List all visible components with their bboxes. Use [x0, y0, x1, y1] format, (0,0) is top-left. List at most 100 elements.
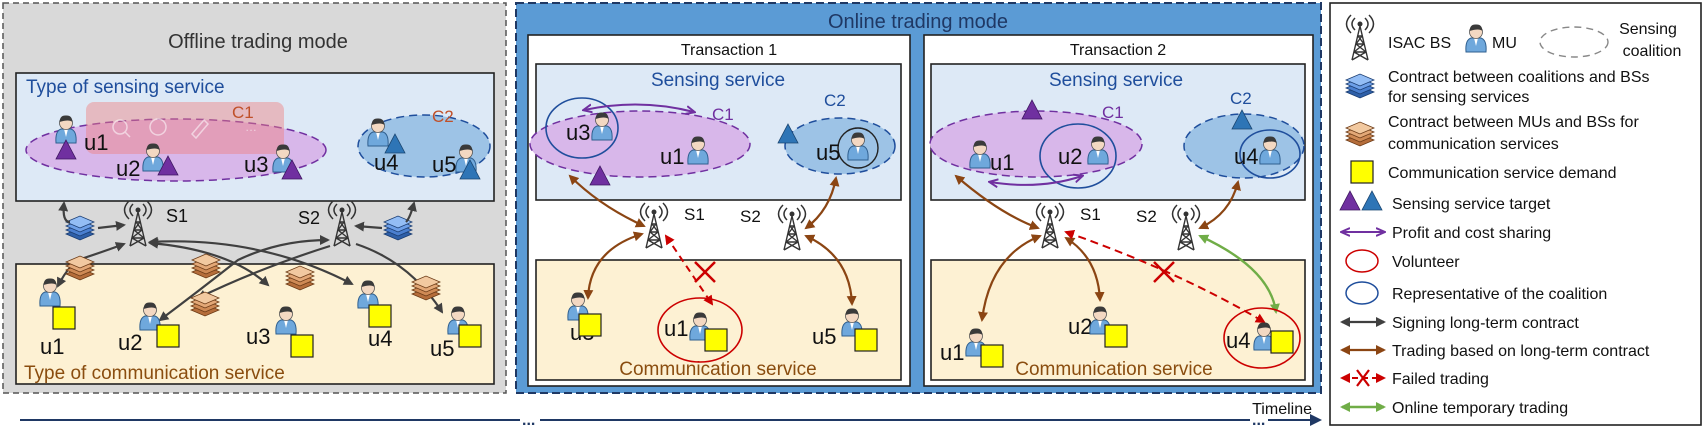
profit-sharing-arrow [584, 103, 694, 112]
timeline-dots-left: ... [522, 412, 535, 429]
transaction-2: Transaction 2 Sensing service C1 C2 u1 u… [923, 34, 1314, 387]
t2-sensing-label: Sensing service [1049, 70, 1183, 91]
selection-highlight [86, 102, 284, 154]
t1-sensing-label: Sensing service [651, 70, 785, 91]
trading-arrow [978, 234, 1042, 322]
demand-square-icon [290, 334, 314, 358]
t2-volunteer-circle [1223, 307, 1301, 369]
online-title: Online trading mode [828, 11, 1008, 33]
legend-signing: Signing long-term contract [1392, 315, 1579, 332]
t2-s1-label: S1 [1080, 205, 1101, 224]
offline-comm-u3: u3 [246, 324, 270, 349]
offline-s2-label: S2 [298, 208, 320, 228]
t1-s2-label: S2 [740, 207, 761, 226]
demand-square-icon [704, 328, 728, 352]
trading-arrow [583, 231, 644, 300]
legend-contract-mus-1: Contract between MUs and BSs for [1388, 114, 1639, 131]
arrow-sign [148, 236, 354, 285]
t2-comm-label: Communication service [1015, 359, 1212, 380]
red-circle-icon [1345, 249, 1379, 273]
legend-mu: MU [1492, 35, 1517, 52]
offline-title: Offline trading mode [168, 31, 348, 53]
transaction-1-title: Transaction 1 [681, 42, 777, 59]
arrow-sign [405, 201, 417, 223]
online-temporary-arrow [1198, 234, 1280, 314]
blue-circle-icon [1345, 281, 1379, 305]
t2-comm-u2: u2 [1068, 314, 1092, 339]
timeline-label: Timeline [1252, 401, 1312, 418]
demand-square-icon [1104, 324, 1128, 348]
timeline: ... ... Timeline [20, 401, 1322, 429]
t2-c1-label: C1 [1102, 103, 1124, 122]
demand-square-icon [980, 344, 1004, 368]
t1-comm-label: Communication service [619, 359, 816, 380]
legend-volunteer: Volunteer [1392, 254, 1460, 271]
demand-square-icon [854, 328, 878, 352]
t2-sense-u1: u1 [990, 150, 1014, 175]
arrow-sign [354, 221, 383, 232]
offline-sense-u2: u2 [116, 156, 140, 181]
t2-c2-label: C2 [1230, 89, 1252, 108]
offline-coalition-c1 [25, 118, 327, 182]
t1-representative-circle [545, 97, 619, 159]
t1-c2-label: C2 [824, 91, 846, 110]
legend-profit-sharing: Profit and cost sharing [1392, 225, 1551, 242]
legend-trading-long: Trading based on long-term contract [1392, 343, 1650, 360]
offline-c2-label: C2 [432, 107, 454, 126]
transaction-2-title: Transaction 2 [1070, 42, 1166, 59]
legend-online-temp: Online temporary trading [1392, 400, 1568, 417]
legend-sensing-target: Sensing service target [1392, 196, 1551, 213]
trading-arrow [954, 174, 1040, 230]
legend-sensing-coalition-1: Sensing [1619, 21, 1677, 38]
svg-text:…: … [245, 120, 257, 134]
failed-trading-arrow [1064, 229, 1266, 324]
failed-x-icon [1356, 369, 1370, 387]
t1-s1-label: S1 [684, 205, 705, 224]
t1-sense-u1: u1 [660, 144, 684, 169]
failed-x-icon [1153, 261, 1175, 283]
trading-arrow [804, 176, 840, 230]
legend-failed: Failed trading [1392, 371, 1489, 388]
trading-arrow [804, 234, 857, 306]
t1-sense-u3: u3 [566, 120, 590, 145]
arrow-sign [97, 220, 126, 231]
legend-contract-coalitions-1: Contract between coalitions and BSs [1388, 69, 1649, 86]
online-section: Online trading mode Transaction 1 Sensin… [515, 2, 1322, 394]
legend-representative: Representative of the coalition [1392, 286, 1607, 303]
demand-square-icon [52, 306, 76, 330]
legend-isac-bs: ISAC BS [1388, 35, 1451, 52]
offline-comm-label: Type of communication service [24, 363, 285, 384]
ai-icon [149, 118, 167, 136]
timeline-dots-right: ... [1252, 412, 1265, 429]
t2-sense-u4: u4 [1234, 144, 1258, 169]
demand-square-icon [1270, 330, 1294, 354]
demand-square-icon [458, 324, 482, 348]
offline-signing-arrows [57, 201, 444, 322]
demand-square-icon [156, 324, 180, 348]
t1-comm-u1: u1 [664, 316, 688, 341]
offline-s1-label: S1 [166, 206, 188, 226]
selection-toolbar-icons: … [112, 118, 257, 140]
offline-sense-u3: u3 [244, 152, 268, 177]
offline-section: Offline trading mode Type of sensing ser… [2, 2, 507, 394]
arrow-sign [355, 242, 444, 314]
offline-comm-u4: u4 [368, 326, 392, 351]
legend-comm-demand: Communication service demand [1388, 165, 1617, 182]
demand-square-icon [368, 304, 392, 328]
offline-comm-u5: u5 [430, 336, 454, 361]
t1-c1-label: C1 [712, 105, 734, 124]
search-icon [112, 119, 128, 135]
trading-arrow [568, 174, 646, 228]
legend-contract-mus-2: communication services [1388, 136, 1559, 153]
t2-u4-circle [1239, 129, 1301, 179]
edit-icon [190, 118, 210, 140]
legend-sensing-coalition-2: coalition [1623, 43, 1682, 60]
offline-sense-u1: u1 [84, 130, 108, 155]
offline-comm-u2: u2 [118, 330, 142, 355]
demand-square-icon [578, 313, 602, 337]
failed-trading-arrow [664, 234, 714, 306]
offline-sense-u5: u5 [432, 152, 456, 177]
arrow-sign [196, 244, 331, 300]
legend-contract-coalitions-2: for sensing services [1388, 89, 1529, 106]
